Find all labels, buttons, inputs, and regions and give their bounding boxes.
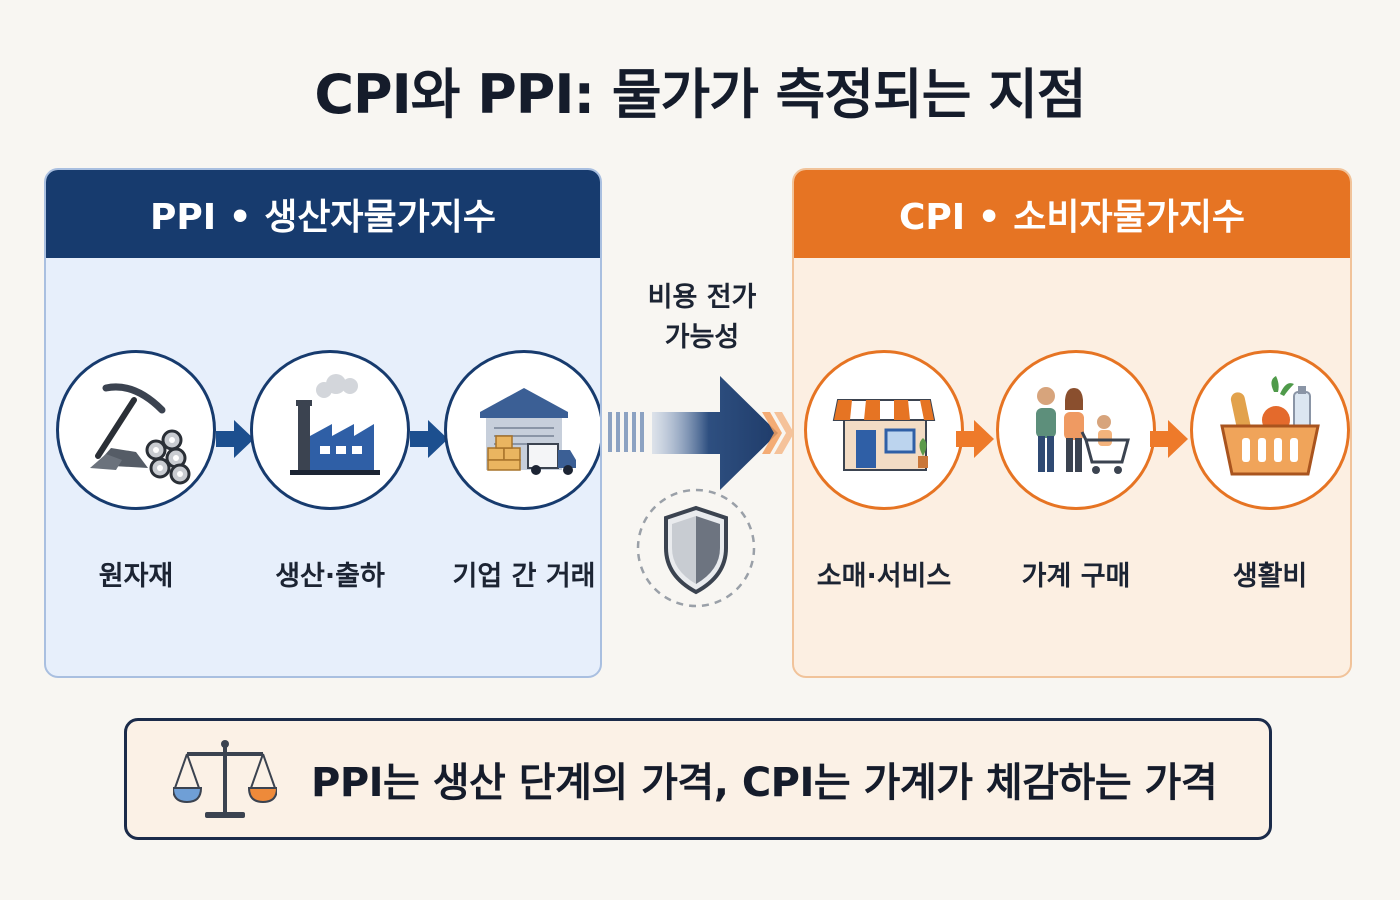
family-shopping-icon xyxy=(1036,387,1130,474)
arrow-right-icon xyxy=(410,420,448,458)
ppi-panel-header: PPI • 생산자물가지수 xyxy=(46,170,600,258)
production-label: 생산·출하 xyxy=(275,561,385,592)
pickaxe-materials-icon xyxy=(90,383,191,485)
b2b-trade-node xyxy=(444,350,600,510)
balance-scale-icon xyxy=(173,740,277,818)
cpi-panel: CPI • 소비자물가지수 소매·서비스 xyxy=(792,168,1352,678)
warehouse-truck-icon xyxy=(480,388,576,475)
arrow-right-icon xyxy=(956,420,994,458)
ppi-panel: PPI • 생산자물가지수 원자재 xyxy=(44,168,602,678)
cost-passthrough-label: 비용 전가 가능성 xyxy=(647,282,757,353)
shield-icon xyxy=(636,488,756,608)
production-node xyxy=(250,350,410,510)
factory-icon xyxy=(290,374,380,475)
living-cost-node xyxy=(1190,350,1350,510)
summary-box: PPI는 생산 단계의 가격, CPI는 가계가 체감하는 가격 xyxy=(124,718,1272,840)
retail-service-node xyxy=(804,350,964,510)
arrow-right-icon xyxy=(216,420,254,458)
arrow-right-icon xyxy=(1150,420,1188,458)
household-purchase-node xyxy=(996,350,1156,510)
raw-materials-label: 원자재 xyxy=(98,561,174,592)
grocery-basket-icon xyxy=(1220,376,1320,476)
passthrough-arrow-icon xyxy=(608,376,794,490)
raw-materials-node xyxy=(56,350,216,510)
living-cost-label: 생활비 xyxy=(1232,561,1308,592)
household-purchase-label: 가계 구매 xyxy=(1021,561,1131,592)
retail-service-label: 소매·서비스 xyxy=(816,561,952,592)
summary-text: PPI는 생산 단계의 가격, CPI는 가계가 체감하는 가격 xyxy=(311,760,1218,806)
b2b-trade-label: 기업 간 거래 xyxy=(452,561,596,592)
storefront-icon xyxy=(832,399,936,471)
cpi-panel-header: CPI • 소비자물가지수 xyxy=(794,170,1350,258)
page-title: CPI와 PPI: 물가가 측정되는 지점 xyxy=(314,63,1086,126)
